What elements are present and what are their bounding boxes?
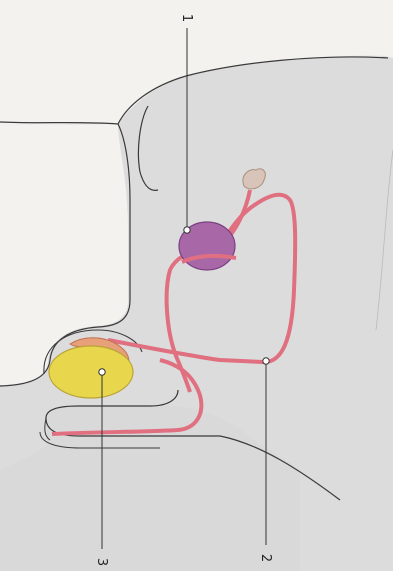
marker-2 — [263, 358, 269, 364]
testis — [49, 346, 133, 398]
marker-1 — [184, 227, 190, 233]
label-3: 3 — [94, 558, 109, 566]
label-2: 2 — [258, 554, 273, 562]
label-1: 1 — [179, 14, 194, 22]
marker-3 — [99, 369, 105, 375]
